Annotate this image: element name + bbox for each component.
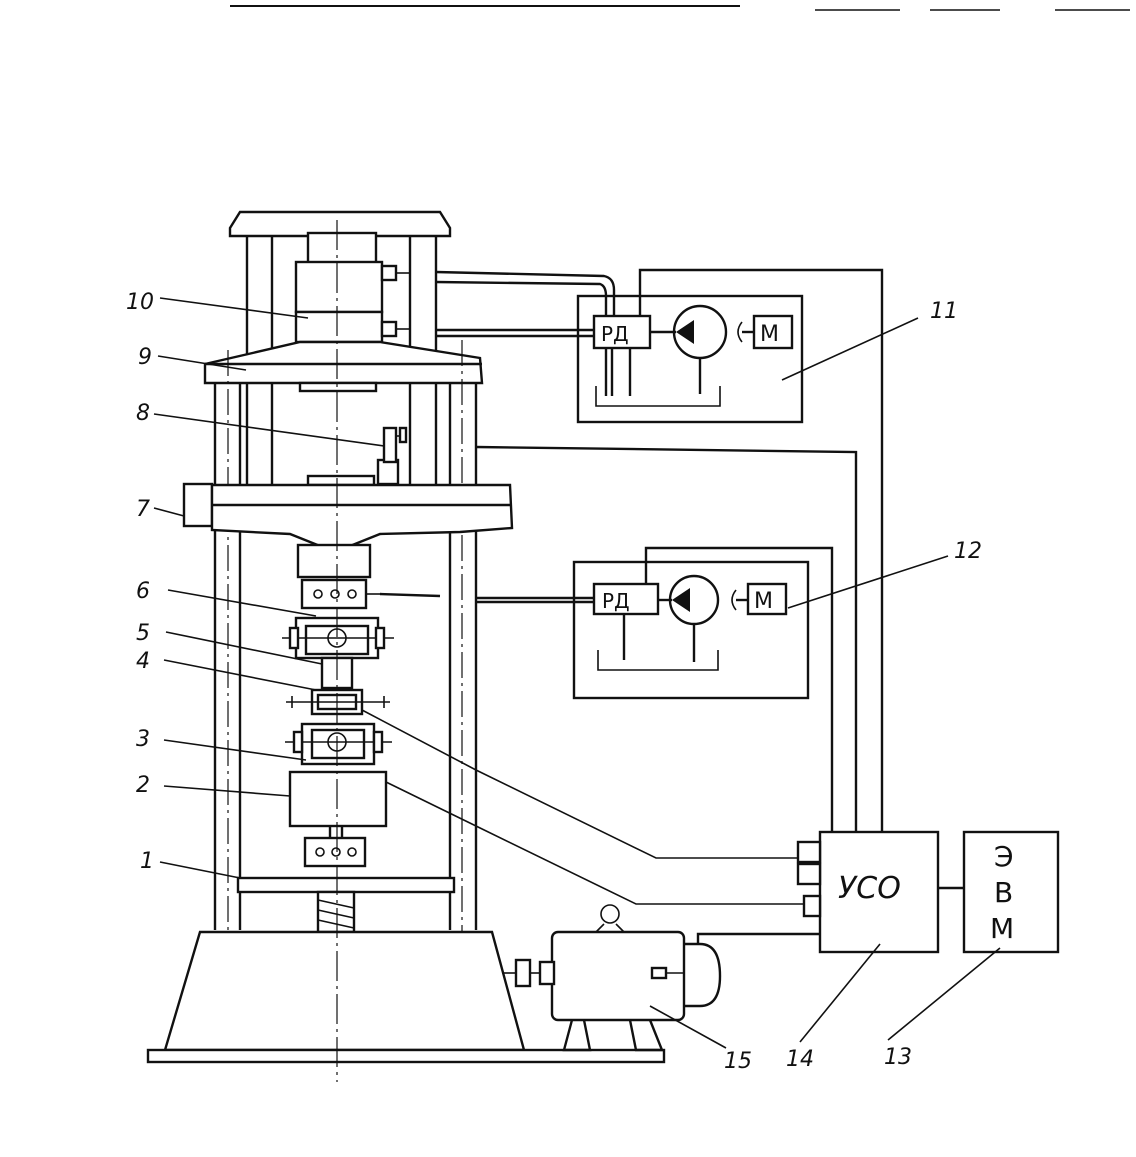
leader-lines — [153, 297, 1001, 1049]
label-10: 10 — [126, 290, 154, 315]
label-14: 14 — [786, 1047, 814, 1072]
label-8: 8 — [136, 401, 150, 426]
rd-lower-label: РД — [602, 589, 630, 613]
label-1: 1 — [140, 849, 154, 874]
label-11: 11 — [930, 299, 958, 324]
label-15: 15 — [724, 1049, 752, 1074]
machine-frame — [146, 210, 666, 1082]
label-12: 12 — [954, 539, 982, 564]
label-13: 13 — [884, 1045, 912, 1070]
label-9: 9 — [138, 345, 152, 370]
uso-label: УСО — [838, 871, 901, 906]
scan-marks — [230, 5, 1130, 11]
block-labels: РД М РД М УСО Э В М — [601, 322, 1014, 945]
label-5: 5 — [136, 621, 150, 646]
label-3: 3 — [136, 727, 150, 752]
rd-upper-label: РД — [601, 322, 629, 346]
callout-labels: 10 9 8 7 6 5 4 3 2 1 11 12 13 14 15 — [126, 290, 982, 1074]
label-7: 7 — [136, 497, 150, 522]
evm-label-1: Э — [994, 840, 1014, 873]
electric-motor — [502, 904, 722, 1052]
label-6: 6 — [136, 579, 150, 604]
motor-lower-label: М — [754, 589, 773, 614]
hydraulic-station-upper — [576, 294, 804, 424]
motor-upper-label: М — [760, 322, 779, 347]
label-4: 4 — [136, 649, 150, 674]
evm-label-3: М — [990, 912, 1014, 945]
control-blocks — [796, 830, 1060, 954]
connections — [361, 268, 884, 944]
label-2: 2 — [136, 773, 150, 798]
evm-label-2: В — [994, 876, 1013, 909]
hydraulic-station-lower — [572, 560, 810, 700]
